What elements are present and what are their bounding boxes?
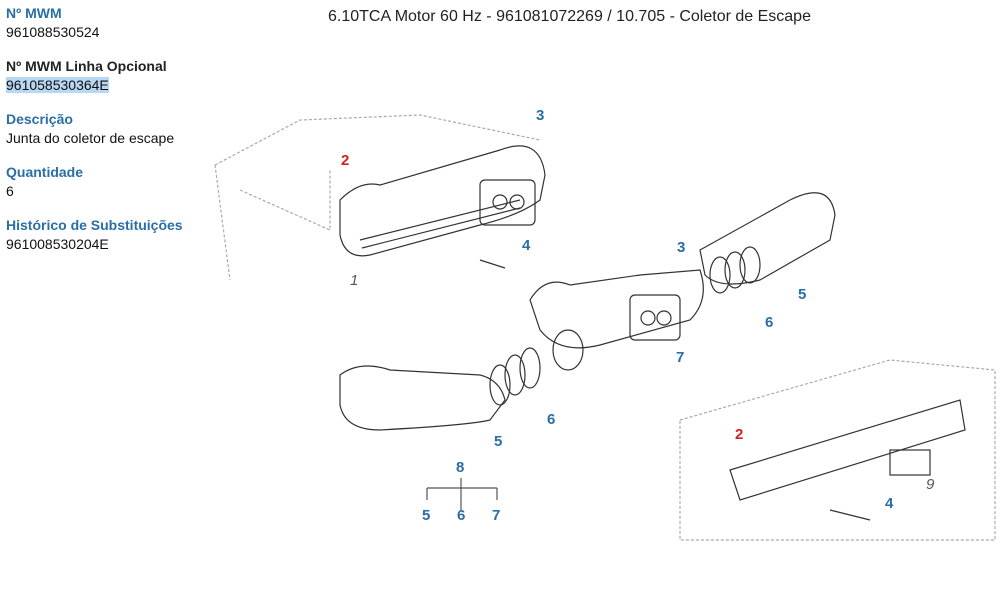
group-bracket [426,478,498,510]
callout-8[interactable]: 8 [456,459,465,476]
manifold-right [699,192,836,294]
mwm-number-value: 961088530524 [6,24,100,40]
quantity-value: 6 [6,183,14,199]
callout-2[interactable]: 2 [735,426,744,443]
description-label: Descrição [6,111,73,127]
callout-4[interactable]: 4 [522,237,531,254]
callout-2[interactable]: 2 [341,152,350,169]
callout-5[interactable]: 5 [422,507,431,524]
callout-6[interactable]: 6 [457,507,466,524]
description-value: Junta do coletor de escape [6,130,175,146]
optional-line-value[interactable]: 961058530364E [6,77,109,93]
callout-5[interactable]: 5 [494,433,503,450]
engine-block-bottom-right [679,359,996,541]
callout-6[interactable]: 6 [765,314,774,331]
callout-6[interactable]: 6 [547,411,556,428]
callout-1[interactable]: 1 [350,272,359,289]
engine-block-top-left [214,114,541,281]
quantity-label: Quantidade [6,164,84,180]
manifold-top-left [339,145,546,269]
callout-4[interactable]: 4 [885,495,894,512]
replacement-history-value: 961008530204E [6,236,109,252]
optional-line-label: Nº MWM Linha Opcional [6,58,167,74]
part-details: Nº MWM 961088530524 Nº MWM Linha Opciona… [6,4,226,269]
replacement-history-label: Histórico de Substituições [6,217,183,233]
mwm-number-label: Nº MWM [6,5,62,21]
callout-5[interactable]: 5 [798,286,807,303]
manifold-bottom-left [339,347,541,431]
callout-9[interactable]: 9 [926,476,935,493]
page-title: 6.10TCA Motor 60 Hz - 961081072269 / 10.… [328,8,811,25]
callout-7[interactable]: 7 [492,507,501,524]
callout-7[interactable]: 7 [676,349,685,366]
callout-3[interactable]: 3 [536,107,545,124]
manifold-center [529,269,704,371]
callout-3[interactable]: 3 [677,239,686,256]
